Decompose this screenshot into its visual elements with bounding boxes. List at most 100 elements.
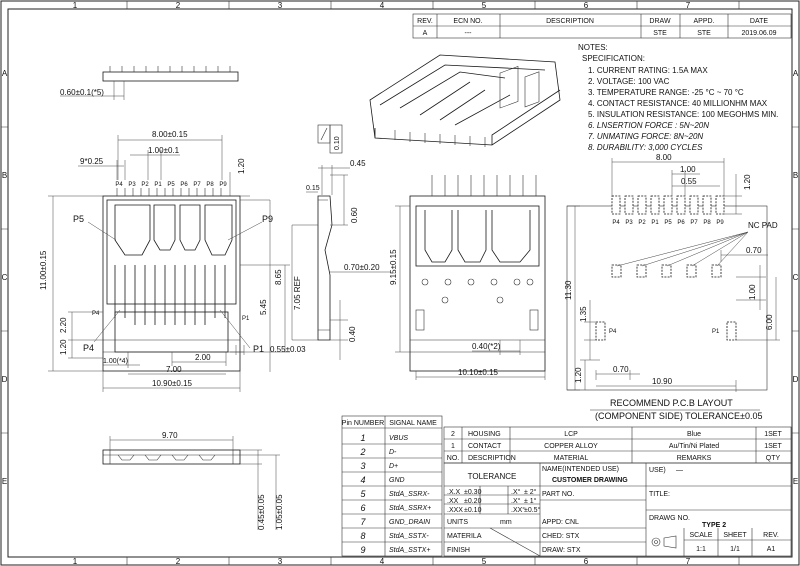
back-view: 9.15±0.15 0.40(*2) 10.10±0.15 — [389, 175, 546, 380]
pin-label: P7 — [193, 182, 201, 188]
col-label: 5 — [482, 557, 487, 566]
nc-pad-label: NC PAD — [748, 221, 778, 230]
dim-pcb-055: 0.55 — [681, 177, 697, 186]
dim-front-width: 8.00±0.15 — [152, 130, 188, 139]
tol-cell: ±0.30 — [464, 489, 482, 496]
draw-label: DRAW: STX — [542, 547, 581, 554]
signal-name: D+ — [389, 463, 398, 470]
row-label: E — [2, 477, 7, 486]
appd-label: APPD: CNL — [542, 519, 579, 526]
label-p4-small: P4 — [92, 311, 100, 317]
pin-label: P1 — [154, 182, 162, 188]
pcb-pin-label: P2 — [638, 220, 646, 226]
dim-front-7: 7.00 — [166, 365, 182, 374]
tol-cell: .XX — [447, 498, 459, 505]
bom-header: NO. — [447, 455, 460, 462]
pin-label: P6 — [180, 182, 188, 188]
row-label: B — [2, 171, 7, 180]
bom-no: 1 — [451, 443, 455, 450]
pcb-pin-label: P4 — [612, 220, 620, 226]
bom-material: LCP — [564, 431, 578, 438]
units-label: UNITS — [447, 519, 468, 526]
notes-subtitle: SPECIFICATION: — [582, 54, 645, 63]
date-header: DATE — [750, 18, 768, 25]
dim-pcb-1090: 10.90 — [652, 377, 673, 386]
revision-block: REV. ECN NO. DESCRIPTION DRAW APPD. DATE… — [412, 13, 792, 39]
pcb-pin-label: P9 — [716, 220, 724, 226]
col-label: 3 — [278, 557, 283, 566]
ecn-value: --- — [465, 30, 473, 37]
dim-side-010: 0.10 — [334, 136, 341, 150]
col-label: 5 — [482, 1, 487, 10]
dim-bottom-970: 9.70 — [162, 431, 178, 440]
signal-name: GND_DRAIN — [389, 519, 431, 526]
draw-value: STE — [653, 30, 667, 37]
col-label: 4 — [380, 1, 385, 10]
row-label: D — [793, 375, 799, 384]
name-label: NAME(INTENDED USE) — [542, 466, 619, 473]
col-label: 1 — [73, 557, 78, 566]
description-header: DESCRIPTION — [546, 18, 594, 25]
dim-front-055: 0.55±0.03 — [270, 345, 306, 354]
bom-no: 2 — [451, 431, 455, 438]
pcb-pin-label: P7 — [690, 220, 698, 226]
pcb-layout-title: RECOMMEND P.C.B LAYOUT — [610, 398, 733, 408]
projection-symbol-icon — [651, 535, 677, 549]
dim-front-left-2: 1.20 — [59, 339, 68, 355]
drawg-no-value: TYPE 2 — [702, 522, 726, 529]
dim-front-left-1: 2.20 — [59, 317, 68, 333]
signal-name: VBUS — [389, 435, 408, 442]
col-label: 2 — [176, 1, 181, 10]
title-block: TOLERANCE .X.X ±0.30 .X° ± 2° .XX ±0.20 … — [443, 462, 792, 557]
note-item: 1. CURRENT RATING: 1.5A MAX — [588, 66, 708, 75]
tol-cell: .X° — [511, 488, 521, 496]
label-p5: P5 — [73, 214, 84, 224]
pin-label: P9 — [219, 182, 227, 188]
pcb-pin-label: P3 — [625, 220, 633, 226]
pin-number: 6 — [360, 503, 365, 513]
col-label: 3 — [278, 1, 283, 10]
draw-header: DRAW — [649, 18, 671, 25]
rev-value: A — [423, 30, 428, 37]
tol-cell: ±0.20 — [464, 498, 482, 505]
row-label: D — [2, 375, 8, 384]
row-label: A — [2, 69, 8, 78]
dim-front-545: 5.45 — [259, 299, 268, 315]
pcb-pin-label: P8 — [703, 220, 711, 226]
bom-header: MATERIAL — [554, 455, 589, 462]
pin-number: 7 — [360, 517, 366, 527]
col-label: 7 — [686, 1, 691, 10]
dim-back-040: 0.40(*2) — [472, 342, 501, 351]
tol-cell: .XX° — [511, 506, 525, 514]
signal-name: StdA_SSTX- — [389, 533, 429, 540]
note-item: 6. LNSERTION FORCE : 5N~20N — [588, 121, 709, 130]
drawg-no-label: DRAWG NO. — [649, 515, 690, 522]
pcb-label-p1: P1 — [712, 329, 720, 335]
bom-qty: 1SET — [764, 443, 782, 450]
bom-material: COPPER ALLOY — [544, 443, 598, 450]
pin-number: 2 — [359, 447, 365, 457]
pcb-layout: P4 P3 P2 P1 P5 P6 P7 P8 P9 P4 P1 NC PAD … — [564, 153, 780, 421]
ched-label: CHED: STX — [542, 533, 580, 540]
col-label: 7 — [686, 557, 691, 566]
finish-label: FINISH — [447, 547, 470, 554]
dim-back-base: 10.10±0.15 — [458, 368, 499, 377]
dim-side-070: 0.70±0.20 — [344, 263, 380, 272]
pcb-pin-label: P6 — [677, 220, 685, 226]
pcb-layout-subtitle: (COMPONENT SIDE) TOLERANCE±0.05 — [595, 411, 762, 421]
sheet-value: 1/1 — [730, 546, 740, 553]
note-item: 3. TEMPERATURE RANGE: -25 °C ~ 70 °C — [588, 88, 744, 97]
dim-side-705: 7.05 REF — [293, 276, 302, 310]
dim-front-865: 8.65 — [274, 269, 283, 285]
col-label: 4 — [380, 557, 385, 566]
label-p4: P4 — [83, 343, 94, 353]
isometric-view — [369, 54, 561, 147]
inner-border — [7, 8, 793, 558]
pin-table: Pin NUMBER SIGNAL NAME 1 VBUS 2 D- 3 D+ … — [341, 415, 443, 557]
sheet-label: SHEET — [723, 532, 747, 539]
dim-front-pin-width: 9*0.25 — [80, 157, 104, 166]
dim-side-060: 0.60 — [350, 207, 359, 223]
row-label: C — [2, 273, 8, 282]
dim-front-2: 2.00 — [195, 353, 211, 362]
